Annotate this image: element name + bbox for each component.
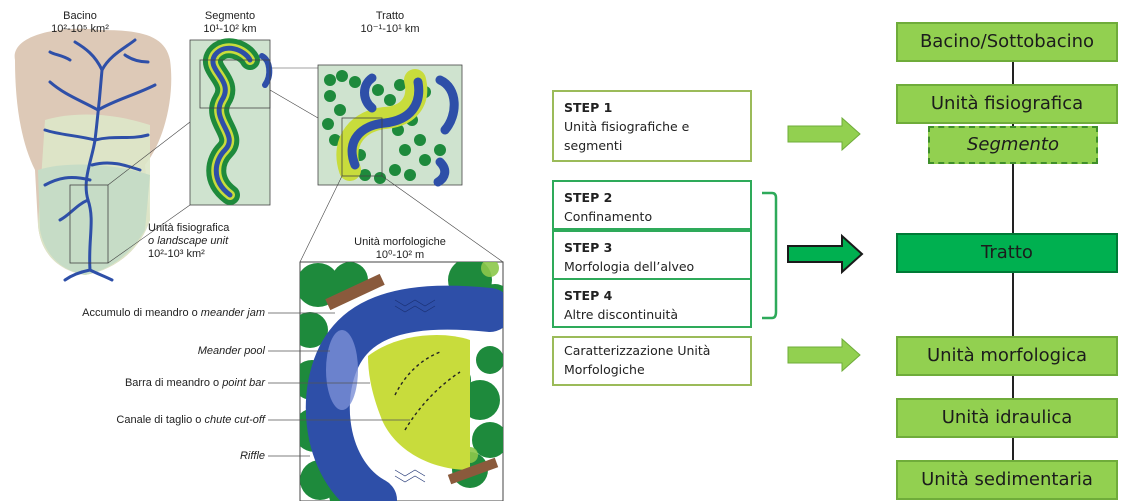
hierarchy-unita-idraulica: Unità idraulica [896, 398, 1118, 438]
point-bar-label: Barra di meandro o point bar [124, 377, 265, 389]
hierarchy-tratto: Tratto [896, 233, 1118, 273]
tratto-label: Tratto 10⁻¹-10¹ km [360, 10, 420, 35]
bacino-label: Bacino 10²-10⁵ km² [51, 10, 109, 35]
caratterizzazione-box: Caratterizzazione Unità Morfologiche [552, 336, 752, 386]
meander-jam-label: Accumulo di meandro o meander jam [82, 307, 265, 319]
hierarchy-unita-fisiografica: Unità fisiografica [896, 84, 1118, 124]
arrow-steps-234 [787, 233, 864, 275]
meander-pool-label: Meander pool [197, 345, 265, 357]
step-1-box: STEP 1 Unità fisiografiche e segmenti [552, 90, 752, 162]
unita-fisiografica-label: Unità fisiografica o landscape unit 10²-… [148, 222, 230, 260]
step-1-text: Unità fisiografiche e segmenti [564, 119, 690, 153]
arrow-caratterizzazione [787, 337, 861, 373]
arrows-layer [762, 116, 864, 373]
morphological-units-detail [299, 261, 504, 501]
step-4-label: STEP 4 [564, 288, 613, 303]
caratterizzazione-text: Caratterizzazione Unità Morfologiche [564, 343, 711, 377]
reach-illustration [317, 64, 463, 187]
hierarchy-unita-morfologica: Unità morfologica [896, 336, 1118, 376]
step-4-text: Altre discontinuità [564, 307, 679, 322]
step-3-box: STEP 3 Morfologia dell’alveo [552, 230, 752, 280]
step-3-label: STEP 3 [564, 240, 613, 255]
chute-cutoff-label: Canale di taglio o chute cut-off [116, 414, 265, 426]
step-4-box: STEP 4 Altre discontinuità [552, 278, 752, 328]
hierarchy-bacino: Bacino/Sottobacino [896, 22, 1118, 62]
basin-map [14, 28, 172, 282]
step-2-label: STEP 2 [564, 190, 613, 205]
river-hierarchy-illustration [14, 28, 504, 501]
step-2-text: Confinamento [564, 209, 653, 224]
arrow-step1 [787, 116, 861, 152]
unita-morfologiche-label: Unità morfologiche 10⁰-10² m [354, 236, 446, 261]
segmento-label: Segmento 10¹-10² km [203, 10, 257, 35]
hierarchy-segmento: Segmento [928, 126, 1098, 164]
bracket [762, 191, 778, 320]
hierarchy-unita-sedimentaria: Unità sedimentaria [896, 460, 1118, 500]
step-2-box: STEP 2 Confinamento [552, 180, 752, 230]
step-3-text: Morfologia dell’alveo [564, 259, 695, 274]
segment-illustration [189, 38, 273, 206]
riffle-label: Riffle [239, 450, 265, 462]
step-1-label: STEP 1 [564, 100, 613, 115]
